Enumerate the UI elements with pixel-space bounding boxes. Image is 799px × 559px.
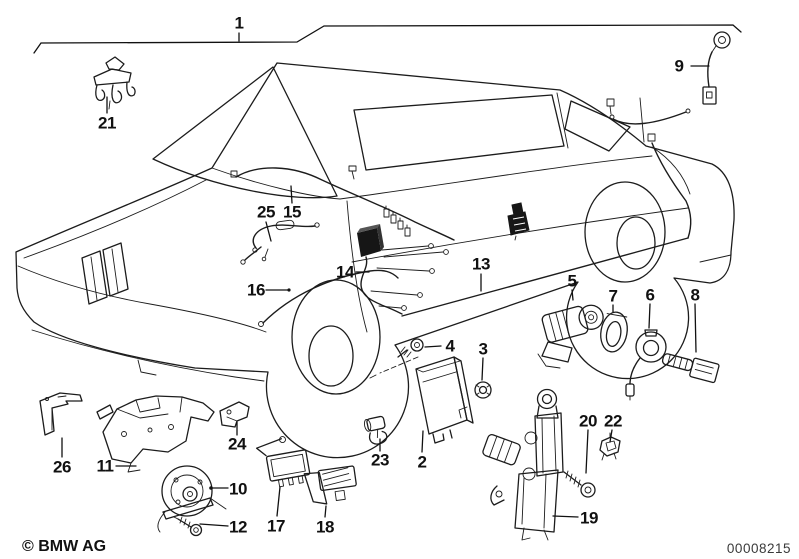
callout-17[interactable]: 17: [267, 516, 285, 536]
callout-21[interactable]: 21: [98, 113, 116, 133]
part-6-ring-sensor-drawing: [625, 329, 667, 401]
callout-14[interactable]: 14: [336, 262, 354, 282]
part-17-microswitch-drawing: [255, 436, 311, 488]
door-latch-detail: [507, 202, 530, 241]
part-18-switch-drawing: [303, 465, 357, 505]
callout-7[interactable]: 7: [608, 286, 618, 306]
callout-10[interactable]: 10: [229, 479, 247, 499]
part-25-harness-drawing: [240, 219, 320, 265]
part-15-harness-drawing: [230, 165, 455, 241]
callout-2[interactable]: 2: [417, 452, 427, 472]
callout-16[interactable]: 16: [247, 280, 265, 300]
callout-8[interactable]: 8: [690, 285, 700, 305]
part-10-horn-drawing: [157, 465, 227, 533]
callout-1[interactable]: 1: [234, 13, 244, 33]
callout-24[interactable]: 24: [228, 434, 246, 454]
part-8-lock-cylinder-drawing: [661, 353, 720, 384]
callout-9[interactable]: 9: [674, 56, 684, 76]
part-2-control-unit-drawing: [415, 356, 474, 444]
part-20-screw-drawing: [563, 470, 596, 498]
part-7-ring-drawing: [600, 311, 628, 353]
callout-15[interactable]: 15: [283, 202, 301, 222]
callout-1-bracket-line: [33, 24, 742, 54]
part-23-clip-drawing: [363, 415, 388, 445]
callout-18[interactable]: 18: [316, 517, 334, 537]
rear-wheel: [584, 181, 666, 283]
callout-20[interactable]: 20: [579, 411, 597, 431]
part-21-clip-drawing: [93, 56, 136, 110]
document-number: 00008215: [726, 541, 791, 556]
part-4-screw-drawing: [369, 338, 424, 379]
callout-3[interactable]: 3: [478, 339, 488, 359]
part-3-grommet-drawing: [474, 381, 492, 399]
part-24-bracket-drawing: [219, 401, 250, 428]
callout-6[interactable]: 6: [645, 285, 655, 305]
windshield: [152, 66, 338, 199]
part-13-harness-drawing: [401, 237, 689, 317]
part-14-relay-box-drawing: [357, 205, 449, 315]
front-wheel: [291, 279, 381, 395]
part-26-bracket-drawing: [39, 392, 83, 436]
part-12-screw-drawing: [173, 516, 203, 537]
side-window: [353, 94, 565, 171]
callout-13[interactable]: 13: [472, 254, 490, 274]
part-9-sensor-drawing: [702, 31, 731, 105]
part-11-bracket-drawing: [96, 395, 215, 473]
leader-lines: [61, 65, 710, 527]
copyright-text: © BMW AG: [22, 538, 107, 555]
car-illustration: [15, 62, 735, 459]
callout-22[interactable]: 22: [604, 411, 622, 431]
part-22-clip-drawing: [599, 432, 621, 461]
part-5-pump-drawing: [537, 304, 604, 369]
callout-26[interactable]: 26: [53, 457, 71, 477]
callout-25[interactable]: 25: [257, 202, 275, 222]
trunk-wiring: [606, 98, 692, 239]
callout-19[interactable]: 19: [580, 508, 598, 528]
part-19-actuator-drawing: [482, 388, 564, 541]
callout-4[interactable]: 4: [445, 336, 455, 356]
callout-12[interactable]: 12: [229, 517, 247, 537]
callout-5[interactable]: 5: [567, 271, 577, 291]
callout-23[interactable]: 23: [371, 450, 389, 470]
grille: [81, 242, 129, 305]
callout-11[interactable]: 11: [96, 456, 114, 476]
part-16-harness-drawing: [258, 269, 399, 327]
